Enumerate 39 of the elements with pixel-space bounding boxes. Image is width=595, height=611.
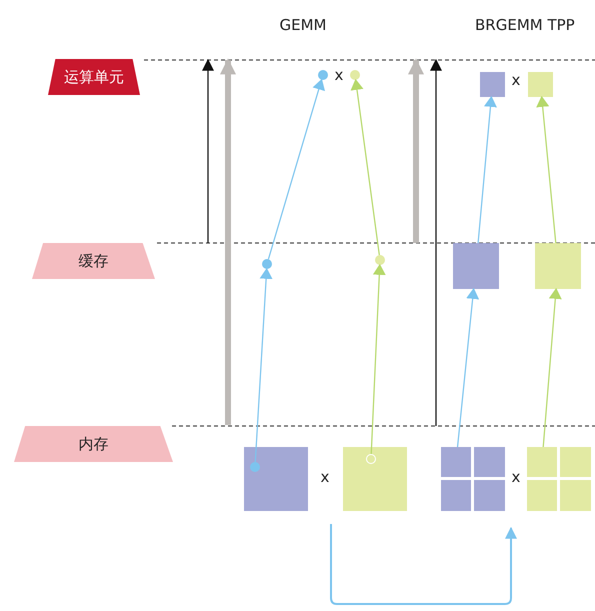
heading: BRGEMM TPP (475, 16, 575, 34)
heading: GEMM (280, 16, 326, 34)
data-dot (250, 462, 260, 472)
matrix-tile (527, 480, 557, 511)
arrow (352, 78, 380, 256)
multiply-sign: x (512, 468, 520, 486)
matrix-block (528, 72, 553, 97)
matrix-tile (560, 447, 591, 477)
matrix-tile (441, 447, 471, 477)
level-label: 内存 (14, 426, 173, 462)
matrix-block (453, 243, 499, 289)
level-label: 缓存 (32, 243, 155, 279)
arrow (537, 96, 556, 244)
matrix-tile (560, 480, 591, 511)
arrow (456, 288, 478, 448)
matrix-grid (441, 447, 505, 511)
arrow (254, 268, 272, 462)
multiply-sign: x (512, 71, 520, 89)
matrix-tile (527, 447, 557, 477)
matrix-block (535, 243, 581, 289)
arrow (268, 78, 324, 260)
multiply-sign: x (334, 66, 344, 84)
data-dot (262, 259, 272, 269)
data-dot (350, 70, 360, 80)
data-dot (318, 70, 328, 80)
matrix-tile (474, 480, 505, 511)
matrix-tile (441, 480, 471, 511)
matrix-block (480, 72, 505, 97)
arrow (370, 264, 385, 454)
matrix-tile (474, 447, 505, 477)
matrix-block (244, 447, 308, 511)
matrix-block (343, 447, 407, 511)
arrow (478, 96, 496, 244)
data-dot (375, 255, 385, 265)
data-ring (366, 454, 376, 464)
multiply-sign: x (320, 468, 330, 486)
level-label: 运算单元 (48, 59, 140, 95)
arrow (542, 288, 561, 448)
matrix-grid (527, 447, 591, 511)
